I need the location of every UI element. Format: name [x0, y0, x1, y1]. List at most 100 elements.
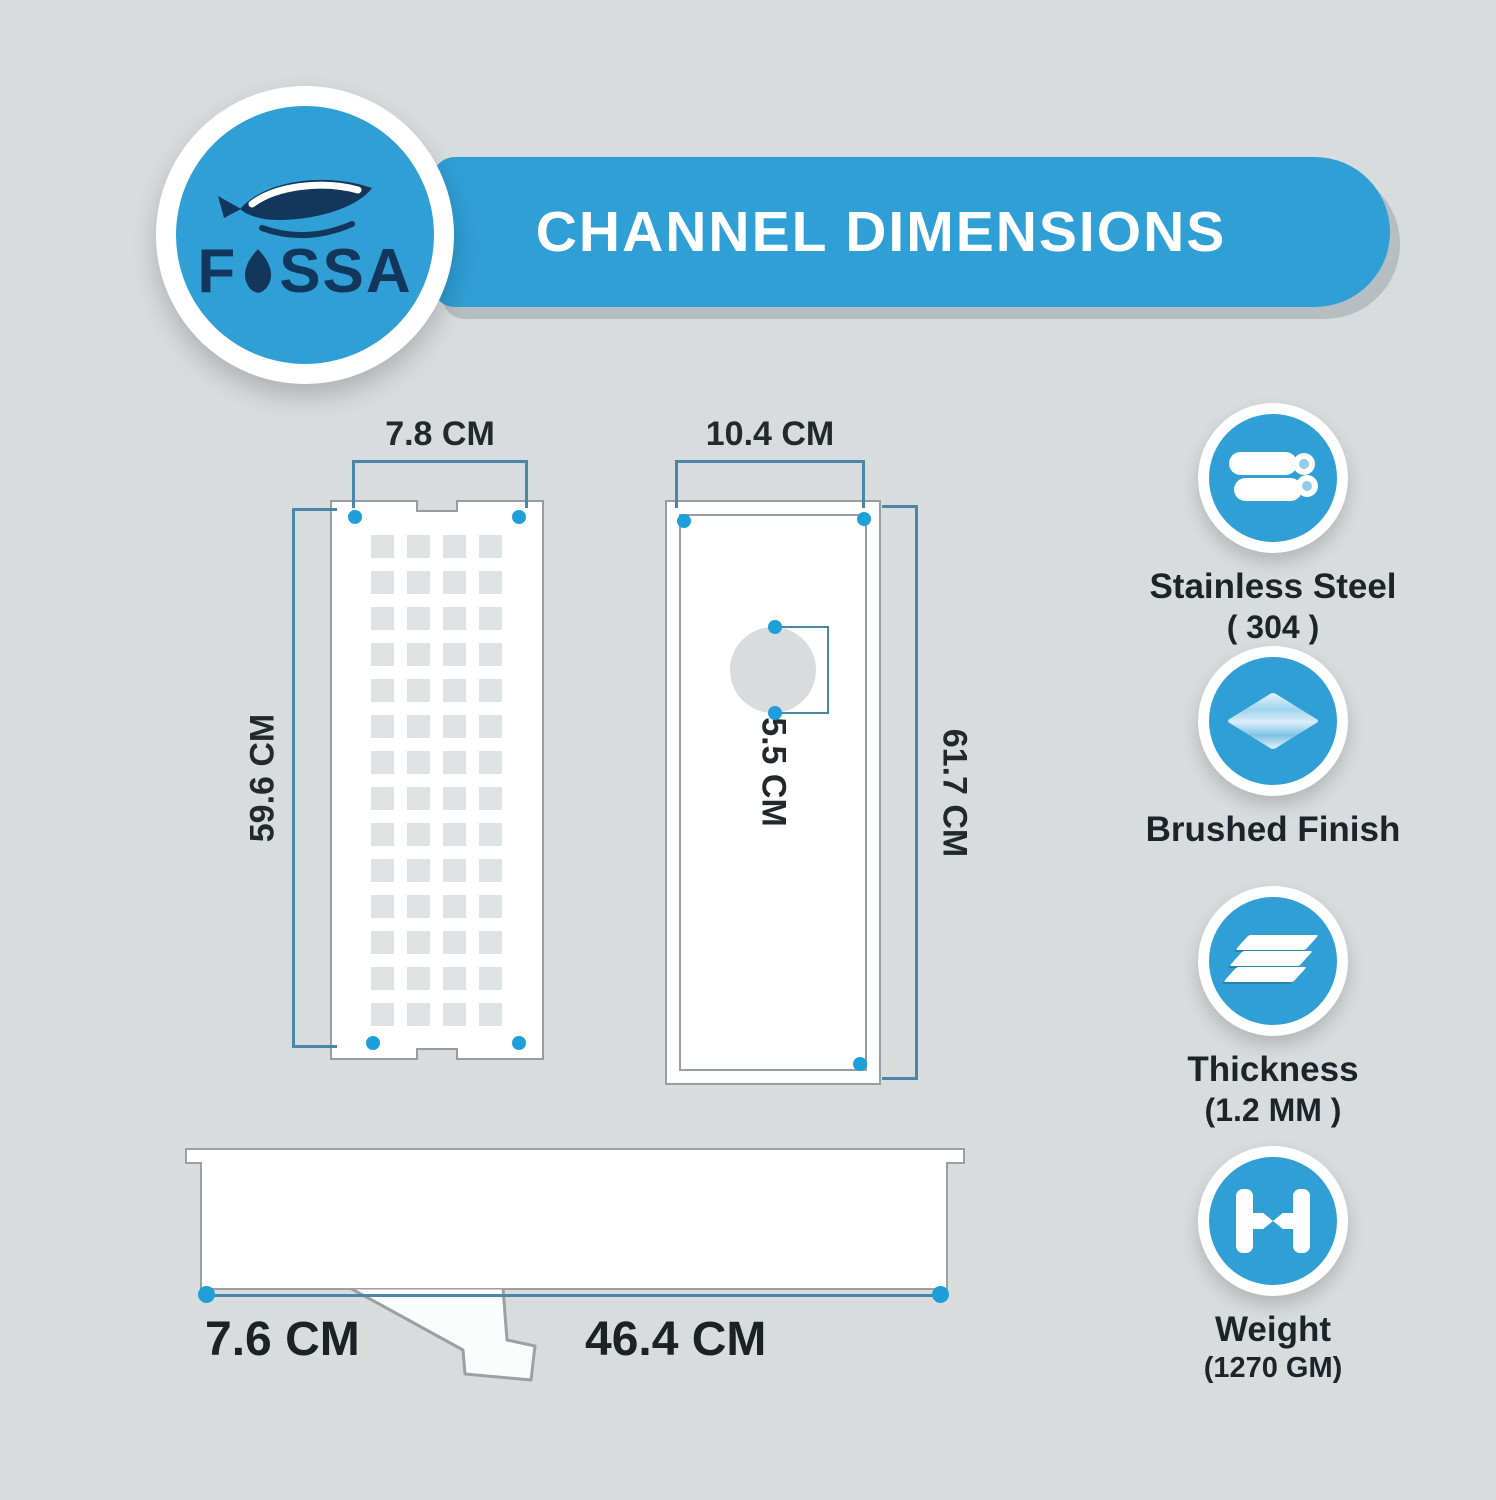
fish-icon: [218, 179, 372, 238]
corner-screw-dot: [512, 510, 526, 524]
feature-circle: [1198, 646, 1348, 796]
grate-width-dimension: 7.8 CM: [352, 415, 528, 508]
grate-hole: [407, 967, 430, 990]
grate-hole: [443, 931, 466, 954]
steel-rolls-icon: [1229, 451, 1318, 505]
grate-top-notch: [416, 500, 458, 512]
grate-hole: [479, 787, 502, 810]
grate-hole: [371, 931, 394, 954]
grate-hole: [479, 751, 502, 774]
feature-title: Brushed Finish: [1145, 810, 1401, 849]
side-view-body: [200, 1162, 948, 1290]
grate-hole: [479, 967, 502, 990]
grate-bottom-notch: [416, 1048, 458, 1060]
grate-hole: [443, 607, 466, 630]
grate-hole: [407, 535, 430, 558]
grate-hole: [443, 1003, 466, 1026]
corner-screw-dot: [857, 512, 871, 526]
grate-hole: [371, 715, 394, 738]
grate-hole: [407, 571, 430, 594]
grate-hole: [479, 607, 502, 630]
grate-hole: [371, 859, 394, 882]
grate-hole: [407, 859, 430, 882]
grate-hole: [371, 643, 394, 666]
grate-hole: [479, 535, 502, 558]
brand-logo: F SSA: [156, 86, 454, 384]
drain-dim-dot: [768, 706, 782, 720]
grate-hole: [371, 679, 394, 702]
grate-hole: [479, 571, 502, 594]
channel-width-label: 10.4 CM: [705, 415, 835, 453]
feature-title: Thickness: [1187, 1050, 1359, 1089]
grate-outline: [330, 500, 544, 1060]
feature-stainless-steel: Stainless Steel ( 304 ): [1128, 403, 1418, 646]
brand-logo-circle: F SSA: [176, 106, 434, 364]
grate-hole: [407, 679, 430, 702]
leaf-icon: [245, 249, 272, 293]
brand-name: F SSA: [197, 236, 412, 307]
grate-hole: [371, 535, 394, 558]
feature-title: Weight: [1214, 1310, 1331, 1349]
grate-hole: [443, 751, 466, 774]
grate-hole: [443, 823, 466, 846]
grate-hole: [407, 643, 430, 666]
feature-subtitle: ( 304 ): [1226, 609, 1320, 645]
channel-inner-edge: [679, 514, 867, 1071]
feature-weight: Weight (1270 GM): [1128, 1146, 1418, 1385]
grate-hole: [371, 571, 394, 594]
channel-height-dimension: 61.7 CM: [882, 505, 974, 1080]
weight-icon: [1236, 1189, 1310, 1253]
channel-height-label: 61.7 CM: [935, 728, 974, 857]
side-depth-label: 7.6 CM: [205, 1313, 360, 1366]
grate-width-label: 7.8 CM: [385, 415, 495, 453]
corner-screw-dot: [366, 1036, 380, 1050]
drain-outlet: [348, 1288, 537, 1382]
grate-hole: [479, 931, 502, 954]
grate-hole: [479, 859, 502, 882]
grate-hole: [479, 1003, 502, 1026]
grate-hole: [479, 679, 502, 702]
side-dimension-line: [205, 1294, 943, 1297]
grate-hole: [371, 895, 394, 918]
side-length-label: 46.4 CM: [585, 1313, 767, 1366]
feature-circle: [1198, 886, 1348, 1036]
grate-hole: [371, 607, 394, 630]
feature-circle: [1198, 1146, 1348, 1296]
channel-width-dimension: 10.4 CM: [675, 415, 865, 508]
grate-hole: [371, 751, 394, 774]
grate-hole: [443, 679, 466, 702]
grate-hole: [371, 823, 394, 846]
drain-dimension-bracket: [775, 626, 829, 714]
grate-height-label: 59.6 CM: [243, 713, 282, 843]
sheet-stack-icon: [1223, 933, 1319, 989]
grate-hole: [407, 787, 430, 810]
grate-hole: [443, 859, 466, 882]
page-title: CHANNEL DIMENSIONS: [535, 200, 1227, 264]
grate-hole: [443, 571, 466, 594]
title-banner: CHANNEL DIMENSIONS: [432, 157, 1390, 307]
grate-hole: [443, 643, 466, 666]
drain-hole: [730, 627, 816, 713]
grate-hole: [479, 823, 502, 846]
grate-hole: [479, 715, 502, 738]
drain-diameter-label: 5.5 CM: [754, 717, 793, 827]
feature-thickness: Thickness (1.2 MM ): [1128, 886, 1418, 1129]
brand-letters-ssa: SSA: [279, 236, 413, 306]
grate-hole: [371, 787, 394, 810]
brand-letter-f: F: [197, 236, 238, 306]
feature-brushed-finish: Brushed Finish: [1128, 646, 1418, 852]
grate-hole: [443, 535, 466, 558]
grate-hole: [443, 967, 466, 990]
drain-dim-dot: [768, 620, 782, 634]
grate-hole: [371, 1003, 394, 1026]
grate-hole: [443, 787, 466, 810]
grate-hole: [407, 895, 430, 918]
side-dim-dot: [932, 1286, 949, 1303]
grate-hole: [443, 715, 466, 738]
grate-hole: [479, 643, 502, 666]
corner-screw-dot: [512, 1036, 526, 1050]
corner-screw-dot: [348, 510, 362, 524]
brushed-sheet-icon: [1226, 692, 1320, 750]
grate-hole: [407, 751, 430, 774]
